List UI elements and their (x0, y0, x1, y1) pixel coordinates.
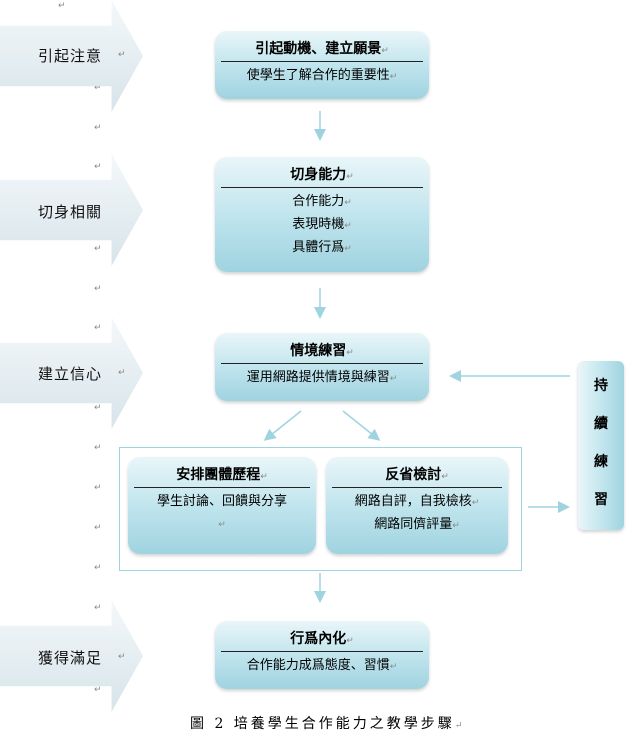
box-line: 合作能力↵ (215, 191, 429, 214)
paragraph-mark: ↵ (346, 348, 354, 358)
box-title-text: 情境練習 (290, 343, 347, 359)
divider (221, 187, 423, 188)
paragraph-mark: ↵ (94, 123, 102, 133)
paragraph-mark: ↵ (346, 172, 354, 182)
box-line: 學生討論、回饋與分享 (128, 491, 316, 513)
arrow-label-relevance: 切身相關 (38, 203, 103, 221)
box-line: 具體行爲↵ (215, 237, 429, 260)
paragraph-mark: ↵ (118, 652, 126, 662)
side-char: 續 (594, 416, 608, 432)
paragraph-mark: ↵ (381, 46, 389, 56)
box-relevance: 切身能力↵ 合作能力↵ 表現時機↵ 具體行爲↵ (215, 157, 429, 272)
paragraph-mark: ↵ (260, 472, 268, 482)
paragraph-mark: ↵ (94, 244, 102, 254)
box-title-text: 切身能力 (290, 167, 347, 183)
divider (221, 651, 423, 652)
divider (221, 61, 423, 62)
box-continuous-practice: 持 續 練 習 (578, 361, 624, 530)
paragraph-mark: ↵ (441, 472, 449, 482)
paragraph-mark: ↵ (118, 50, 126, 60)
box-line-text: 使學生了解合作的重要性 (246, 68, 390, 83)
paragraph-mark: ↵ (454, 721, 466, 731)
box-line: ↵ (128, 513, 316, 536)
paragraph-mark: ↵ (389, 374, 398, 384)
box-title-text: 安排團體歷程 (176, 467, 261, 483)
caption-text: 圖 2 培養學生合作能力之教學步驟 (190, 716, 455, 732)
arrow-label-confidence: 建立信心 (38, 365, 103, 383)
paragraph-mark: ↵ (118, 368, 126, 378)
paragraph-mark: ↵ (344, 198, 352, 208)
paragraph-mark: ↵ (94, 603, 102, 613)
box-line-text: 具體行爲 (292, 240, 345, 255)
box-line-text: 合作能力 (292, 194, 345, 209)
box-line: 網路同儕評量↵ (326, 514, 508, 537)
paragraph-mark: ↵ (344, 221, 352, 231)
paragraph-mark: ↵ (94, 685, 102, 695)
arrow-label-satisfaction: 獲得滿足 (38, 649, 103, 667)
paragraph-mark: ↵ (94, 323, 102, 333)
divider (134, 487, 310, 488)
box-internalize: 行爲內化↵ 合作能力成爲態度、習慣↵ (215, 621, 429, 689)
divider (221, 363, 423, 364)
paragraph-mark: ↵ (452, 521, 460, 531)
arrow-label-attention: 引起注意 (38, 47, 103, 65)
box-line: 網路自評，自我檢核↵ (326, 491, 508, 514)
paragraph-mark: ↵ (94, 284, 102, 294)
box-line-text: 網路同儕評量 (374, 517, 453, 532)
box-line: 合作能力成爲態度、習慣↵ (215, 655, 429, 678)
paragraph-mark: ↵ (94, 403, 102, 413)
paragraph-mark: ↵ (94, 523, 102, 533)
box-practice: 情境練習↵ 運用網路提供情境與練習↵ (215, 333, 429, 401)
paragraph-mark: ↵ (344, 244, 352, 254)
box-title-text: 反省檢討 (385, 467, 442, 483)
box-title-text: 行爲內化 (290, 631, 347, 647)
box-line-text: 網路自評，自我檢核 (354, 494, 472, 509)
paragraph-mark: ↵ (389, 72, 398, 82)
arrow-split-right (342, 410, 381, 441)
box-title: 切身能力↵ (215, 157, 429, 184)
box-group-process: 安排團體歷程↵ 學生討論、回饋與分享 ↵ (128, 457, 316, 554)
box-title: 引起動機、建立願景↵ (215, 31, 429, 58)
paragraph-mark: ↵ (389, 662, 398, 672)
paragraph-mark: ↵ (94, 443, 102, 453)
paragraph-mark: ↵ (94, 83, 102, 93)
paragraph-mark: ↵ (94, 483, 102, 493)
box-line-text: 合作能力成爲態度、習慣 (246, 658, 390, 673)
box-title-text: 引起動機、建立願景 (255, 41, 382, 57)
arrow-split-left (263, 410, 302, 441)
divider (332, 487, 502, 488)
side-char: 習 (594, 492, 608, 508)
paragraph-mark: ↵ (58, 1, 66, 11)
box-line: 使學生了解合作的重要性↵ (215, 65, 429, 88)
paragraph-mark: ↵ (346, 636, 354, 646)
paragraph-mark: ↵ (471, 498, 480, 508)
paragraph-mark: ↵ (94, 563, 102, 573)
box-line: 運用網路提供情境與練習↵ (215, 367, 429, 390)
box-reflection: 反省檢討↵ 網路自評，自我檢核↵ 網路同儕評量↵ (326, 457, 508, 554)
side-char: 練 (594, 454, 608, 470)
box-line-text: 表現時機 (292, 217, 345, 232)
group-container (119, 447, 522, 571)
box-title: 安排團體歷程↵ (128, 457, 316, 484)
paragraph-mark: ↵ (94, 162, 102, 172)
paragraph-mark: ↵ (218, 520, 226, 530)
box-line-text: 學生討論、回饋與分享 (156, 494, 287, 509)
box-title: 情境練習↵ (215, 333, 429, 360)
box-line: 表現時機↵ (215, 214, 429, 237)
box-title: 反省檢討↵ (326, 457, 508, 484)
box-motivation: 引起動機、建立願景↵ 使學生了解合作的重要性↵ (215, 31, 429, 99)
box-line-text: 運用網路提供情境與練習 (246, 370, 390, 385)
figure-caption: 圖 2 培養學生合作能力之教學步驟↵ (190, 713, 465, 733)
box-title: 行爲內化↵ (215, 621, 429, 648)
side-char: 持 (594, 378, 608, 394)
